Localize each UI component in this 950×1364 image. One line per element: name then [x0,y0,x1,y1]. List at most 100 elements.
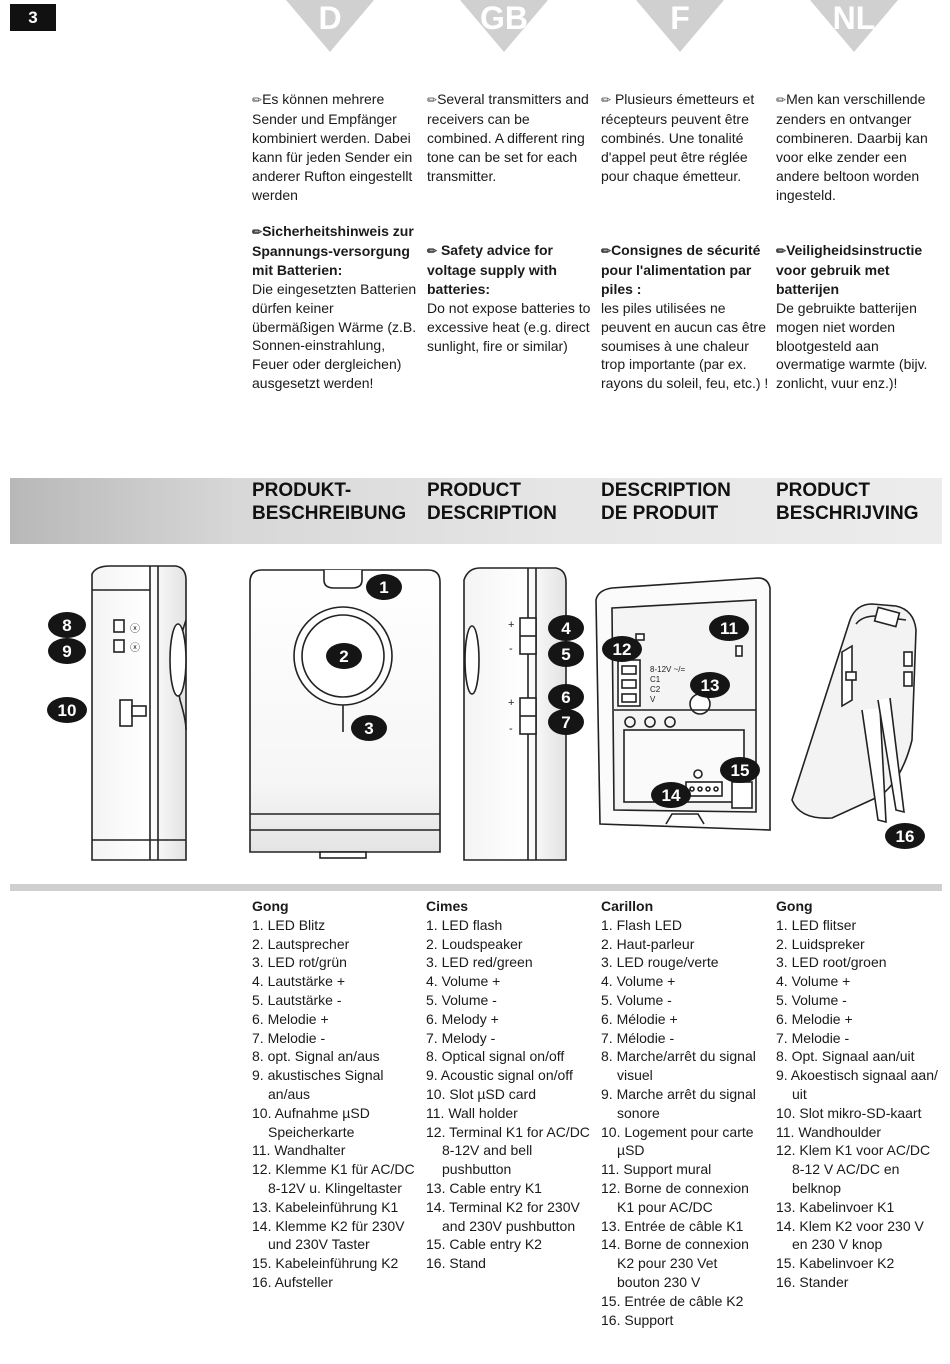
intro-text: Men kan verschillende zenders en ontvang… [776,91,928,203]
callout-16: 16 [885,823,925,849]
callout-number: 12 [613,640,632,659]
part-item: 3. LED root/groen [776,954,887,971]
part-item: 13. Kabeleinführung K1 [252,1198,399,1215]
terminal-label: 8-12V ~/= [650,665,685,674]
callout-5: 5 [548,641,584,667]
part-item: 4. Volume + [776,973,851,990]
callout-number: 1 [379,578,388,597]
pencil-icon: ✏ [252,93,263,107]
callout-13: 13 [690,672,730,698]
part-item: 10. Slot µSD card [426,1085,537,1102]
page-number: 3 [10,4,56,31]
part-item: 11. Support mural [601,1161,712,1178]
part-item: 6. Melodie + [252,1010,329,1027]
language-tab-f: F [636,0,724,52]
svg-text:+: + [508,697,514,709]
callout-3: 3 [351,715,387,741]
device-side-view-left: ⓧ ⓧ [91,565,187,861]
svg-text:ⓧ: ⓧ [130,642,140,654]
part-item: 3. LED rouge/verte [601,954,719,971]
part-item: 5. Volume - [601,991,672,1008]
part-item: 5. Volume - [776,991,847,1008]
svg-text:ⓧ: ⓧ [130,623,140,635]
callout-number: 11 [720,619,738,638]
callout-number: 14 [662,786,681,805]
intro-nl: ✏Men kan verschillende zenders en ontvan… [776,90,944,204]
section-title-line: DE PRODUIT [601,503,719,524]
pencil-icon: ✏ [776,93,787,107]
svg-text:+: + [508,619,514,631]
callout-number: 2 [339,647,348,666]
part-item: 2. Haut-parleur [601,935,695,952]
language-tab-label: F [670,0,690,36]
part-item: 13. Entrée de câble K1 [601,1217,744,1234]
callout-number: 13 [701,676,720,695]
intro-text: Plusieurs émetteurs et récepteurs peuven… [601,91,755,184]
part-item: 15. Kabeleinführung K2 [252,1255,399,1272]
pencil-icon: ✏ [776,244,787,258]
language-tab-de: D [286,0,374,52]
callout-number: 7 [561,713,570,732]
callouts: 1 2 3 4 5 6 7 8 9 10 11 12 13 14 15 16 [47,574,925,849]
part-item: 16. Support [601,1311,674,1328]
section-title-line: BESCHREIBUNG [252,503,407,524]
part-item: 13. Kabelinvoer K1 [776,1198,895,1215]
part-item: 7. Melody - [426,1029,496,1046]
pencil-icon: ✏ [601,244,612,258]
safety-nl: ✏Veiligheidsinstructie voor gebruik met … [776,241,944,393]
part-item: 16. Stand [426,1255,486,1272]
section-title-line: DESCRIPTION [427,503,557,524]
part-item: 11. Wandhoulder [776,1123,882,1140]
part-item: 8. Optical signal on/off [426,1048,565,1065]
callout-number: 15 [731,761,750,780]
part-item: 8. Opt. Signaal aan/uit [776,1048,915,1065]
intro-en: ✏Several transmitters and receivers can … [427,90,595,186]
safety-text: De gebruikte batterijen mogen niet worde… [776,299,928,392]
part-item: 2. Loudspeaker [426,935,523,952]
part-item: 15. Cable entry K2 [426,1236,542,1253]
safety-de: ✏Sicherheitshinweis zur Spannungs-versor… [252,222,420,393]
part-item: 11. Wall holder [426,1104,518,1121]
callout-number: 10 [58,701,77,720]
part-item: 10. Slot mikro-SD-kaart [776,1104,922,1121]
part-item: 8. opt. Signal an/aus [252,1048,380,1065]
callout-number: 6 [561,688,570,707]
part-item: 1. LED flash [426,916,503,933]
pencil-icon: ✏ [252,225,263,239]
part-item: 4. Volume + [426,973,501,990]
section-band [10,478,942,544]
intro-text: Es können mehrere Sender und Empfänger k… [252,91,413,203]
safety-title: Veiligheidsinstructie voor gebruik met b… [776,242,923,297]
part-item: 6. Melody + [426,1010,499,1027]
part-item: 2. Lautsprecher [252,935,350,952]
terminal-label: C2 [650,685,661,694]
part-item: 5. Volume - [426,991,497,1008]
pencil-icon: ✏ [601,93,612,107]
section-divider [10,884,942,891]
language-tab-label: D [318,0,342,36]
section-title-line: PRODUCT [427,480,521,501]
callout-10: 10 [47,697,87,723]
part-item: 1. LED flitser [776,916,857,933]
device-front-view [249,569,441,859]
safety-text: Do not expose batteries to excessive hea… [427,299,591,354]
callout-11: 11 [709,615,749,641]
section-title-line: DESCRIPTION [601,480,731,501]
callout-number: 3 [364,719,373,738]
part-item: 15. Entrée de câble K2 [601,1292,744,1309]
product-illustration: ⓧ ⓧ + - + - 8-12V ~/= [47,565,925,861]
part-item: 6. Melodie + [776,1010,853,1027]
part-item: 16. Stander [776,1273,849,1290]
